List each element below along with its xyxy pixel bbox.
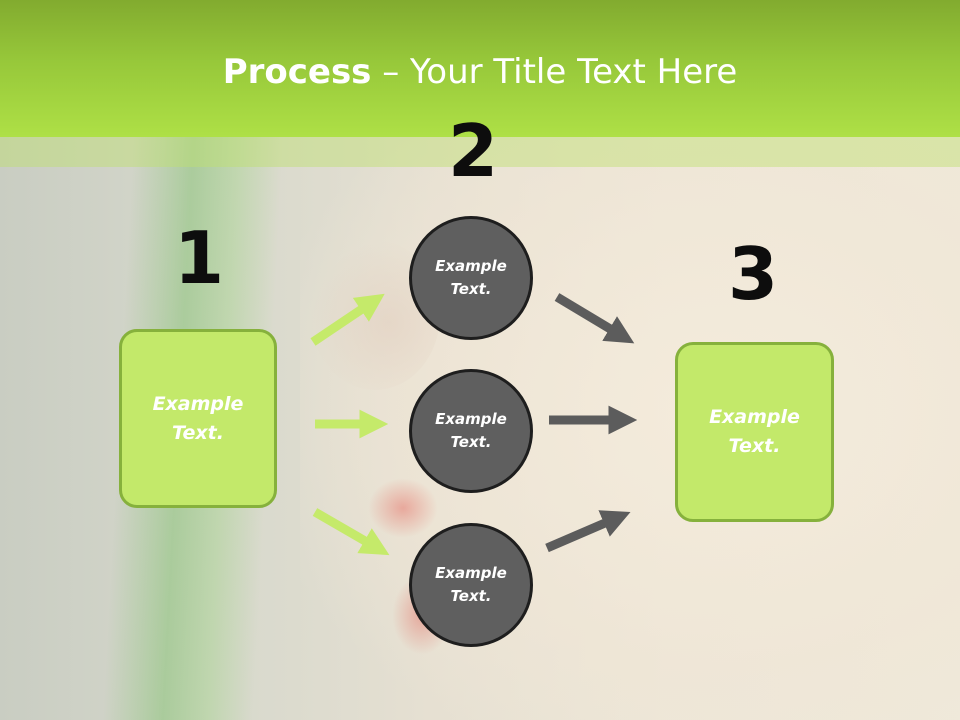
step-2-circle-top: Example Text. — [409, 216, 533, 340]
step-number-1: 1 — [173, 216, 225, 300]
step-2-circle-bottom: Example Text. — [409, 523, 533, 647]
step-2-circle-middle: Example Text. — [409, 369, 533, 493]
circle-top-text: Example Text. — [435, 257, 507, 298]
step-3-box: Example Text. — [675, 342, 834, 522]
circle-bottom-text: Example Text. — [435, 564, 507, 605]
step-number-3: 3 — [727, 232, 779, 316]
arrow-circle-bottom-to-3 — [545, 510, 631, 553]
title-rest: – Your Title Text Here — [371, 52, 738, 92]
circle-middle-text: Example Text. — [435, 410, 507, 451]
slide-title: Process – Your Title Text Here — [0, 52, 960, 92]
step-1-text: Example Text. — [152, 392, 244, 444]
arrow-1-to-circle-bottom — [312, 508, 390, 556]
title-bold: Process — [222, 52, 372, 92]
step-1-box: Example Text. — [119, 329, 277, 508]
background-lip — [368, 478, 438, 538]
step-3-text: Example Text. — [709, 406, 800, 457]
step-number-2: 2 — [447, 109, 499, 193]
arrow-circle-top-to-3 — [554, 293, 635, 344]
arrow-1-to-circle-top — [310, 293, 385, 346]
title-bar — [0, 0, 960, 137]
title-bar-band — [0, 137, 960, 167]
